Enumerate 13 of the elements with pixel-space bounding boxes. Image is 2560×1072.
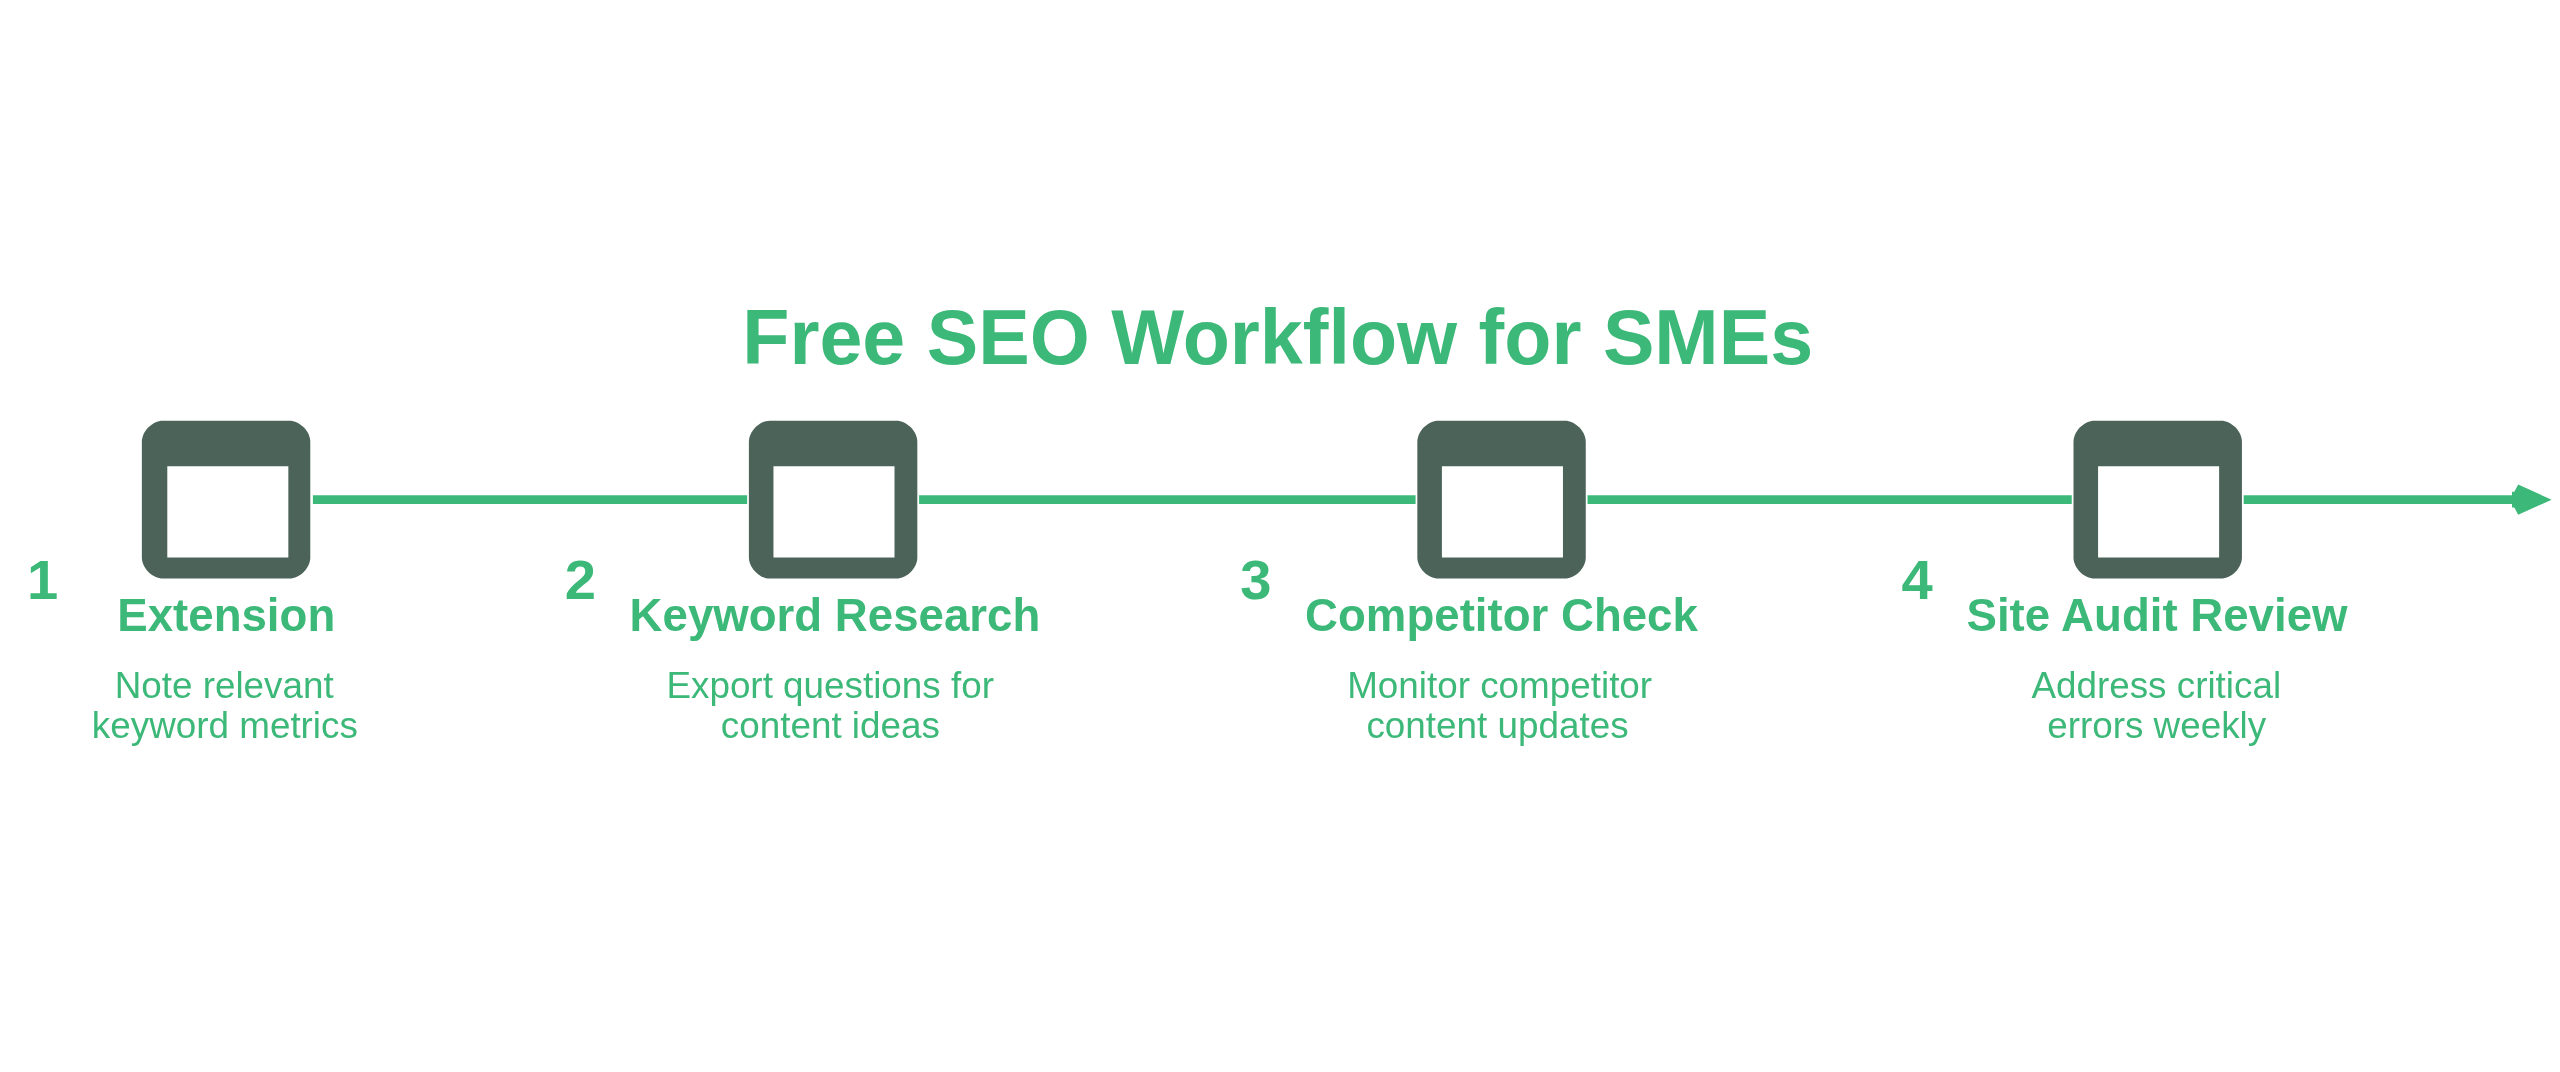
node-label: Competitor Check xyxy=(1305,589,1698,641)
diagram-title: Free SEO Workflow for SMEs xyxy=(742,293,1814,380)
node-label: Address critical errors weekly xyxy=(2031,664,2282,746)
node-label: 3 xyxy=(1240,547,1272,611)
node-label: 2 xyxy=(564,547,596,611)
node-label: Extension xyxy=(117,589,336,641)
node-label: Note relevant keyword metrics xyxy=(91,664,358,746)
node-label: Keyword Research xyxy=(629,589,1041,641)
node-label: Export questions for content ideas xyxy=(666,664,994,746)
node-label: Site Audit Review xyxy=(1966,589,2348,641)
node-label: Monitor competitor content updates xyxy=(1347,664,1653,746)
node-label: 1 xyxy=(26,547,59,611)
node-label: 4 xyxy=(1901,547,1933,611)
